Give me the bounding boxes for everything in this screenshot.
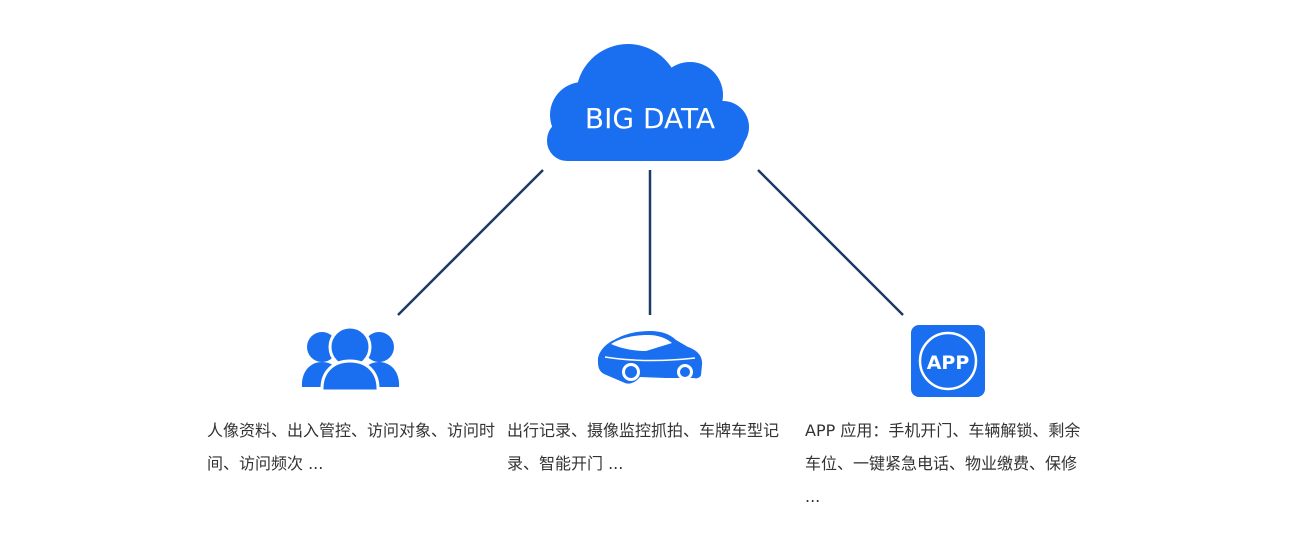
app-icon: APP [911,325,985,397]
connector-line-app [757,169,904,316]
car-icon [597,331,703,384]
car-description: 出行记录、摄像监控抓拍、车牌车型记录、智能开门 ... [507,421,780,473]
connector-line-people [397,169,544,316]
cloud-label: BIG DATA [585,102,715,135]
app-description: APP 应用：手机开门、车辆解锁、剩余车位、一键紧急电话、物业缴费、保修 ... [805,421,1081,506]
people-description: 人像资料、出入管控、访问对象、访问时间、访问频次 ... [207,421,496,473]
people-group-icon [301,325,400,393]
app-icon-label: APP [927,352,970,374]
cloud-icon [547,44,749,161]
